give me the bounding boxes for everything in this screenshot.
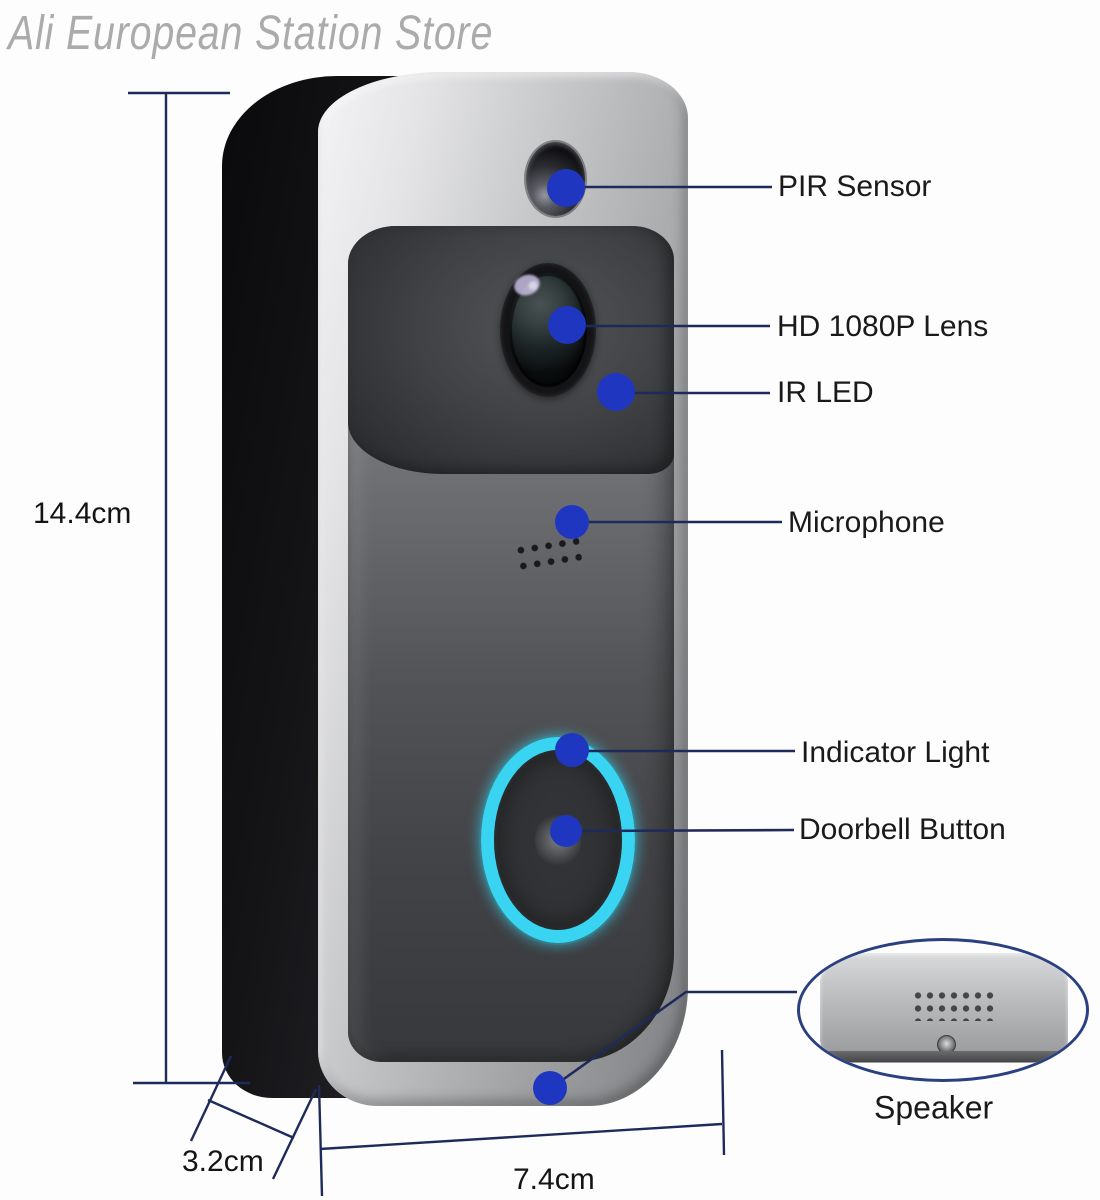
- label-pir-sensor: PIR Sensor: [778, 170, 932, 203]
- label-speaker: Speaker: [874, 1089, 994, 1126]
- label-hd-lens: HD 1080P Lens: [777, 310, 989, 343]
- speaker-marker-dot: [533, 1071, 567, 1105]
- label-ir-led: IR LED: [777, 376, 874, 409]
- label-depth-dimension: 3.2cm: [182, 1145, 264, 1178]
- indicator-marker-dot: [555, 733, 589, 767]
- label-width-dimension: 7.4cm: [513, 1163, 595, 1196]
- width-dim-tick-left: [317, 1084, 324, 1197]
- ir-led-marker-dot: [597, 373, 635, 411]
- device-bottom-view: [820, 953, 1068, 1063]
- label-doorbell-button: Doorbell Button: [799, 813, 1006, 846]
- label-indicator-light: Indicator Light: [801, 736, 990, 769]
- speaker-holes: [912, 989, 996, 1021]
- doorbell-callout-line: [580, 828, 795, 833]
- bottom-edge-strip: [824, 1051, 1064, 1062]
- depth-dim-tick-left: [189, 1055, 233, 1142]
- depth-dim-tick-right: [271, 1088, 318, 1180]
- speaker-callout-line: [560, 990, 797, 1083]
- microphone-marker-dot: [555, 505, 589, 539]
- lens-marker-dot: [548, 306, 586, 344]
- width-dim-line: [319, 1122, 723, 1151]
- doorbell-marker-dot: [550, 815, 582, 847]
- label-microphone: Microphone: [788, 506, 945, 539]
- depth-dim-line: [207, 1098, 295, 1140]
- store-watermark: Ali European Station Store: [8, 7, 494, 60]
- pir-marker-dot: [547, 169, 585, 207]
- label-height-dimension: 14.4cm: [33, 497, 132, 530]
- width-dim-tick-right: [720, 1049, 726, 1156]
- speaker-inset-ellipse: [797, 938, 1089, 1082]
